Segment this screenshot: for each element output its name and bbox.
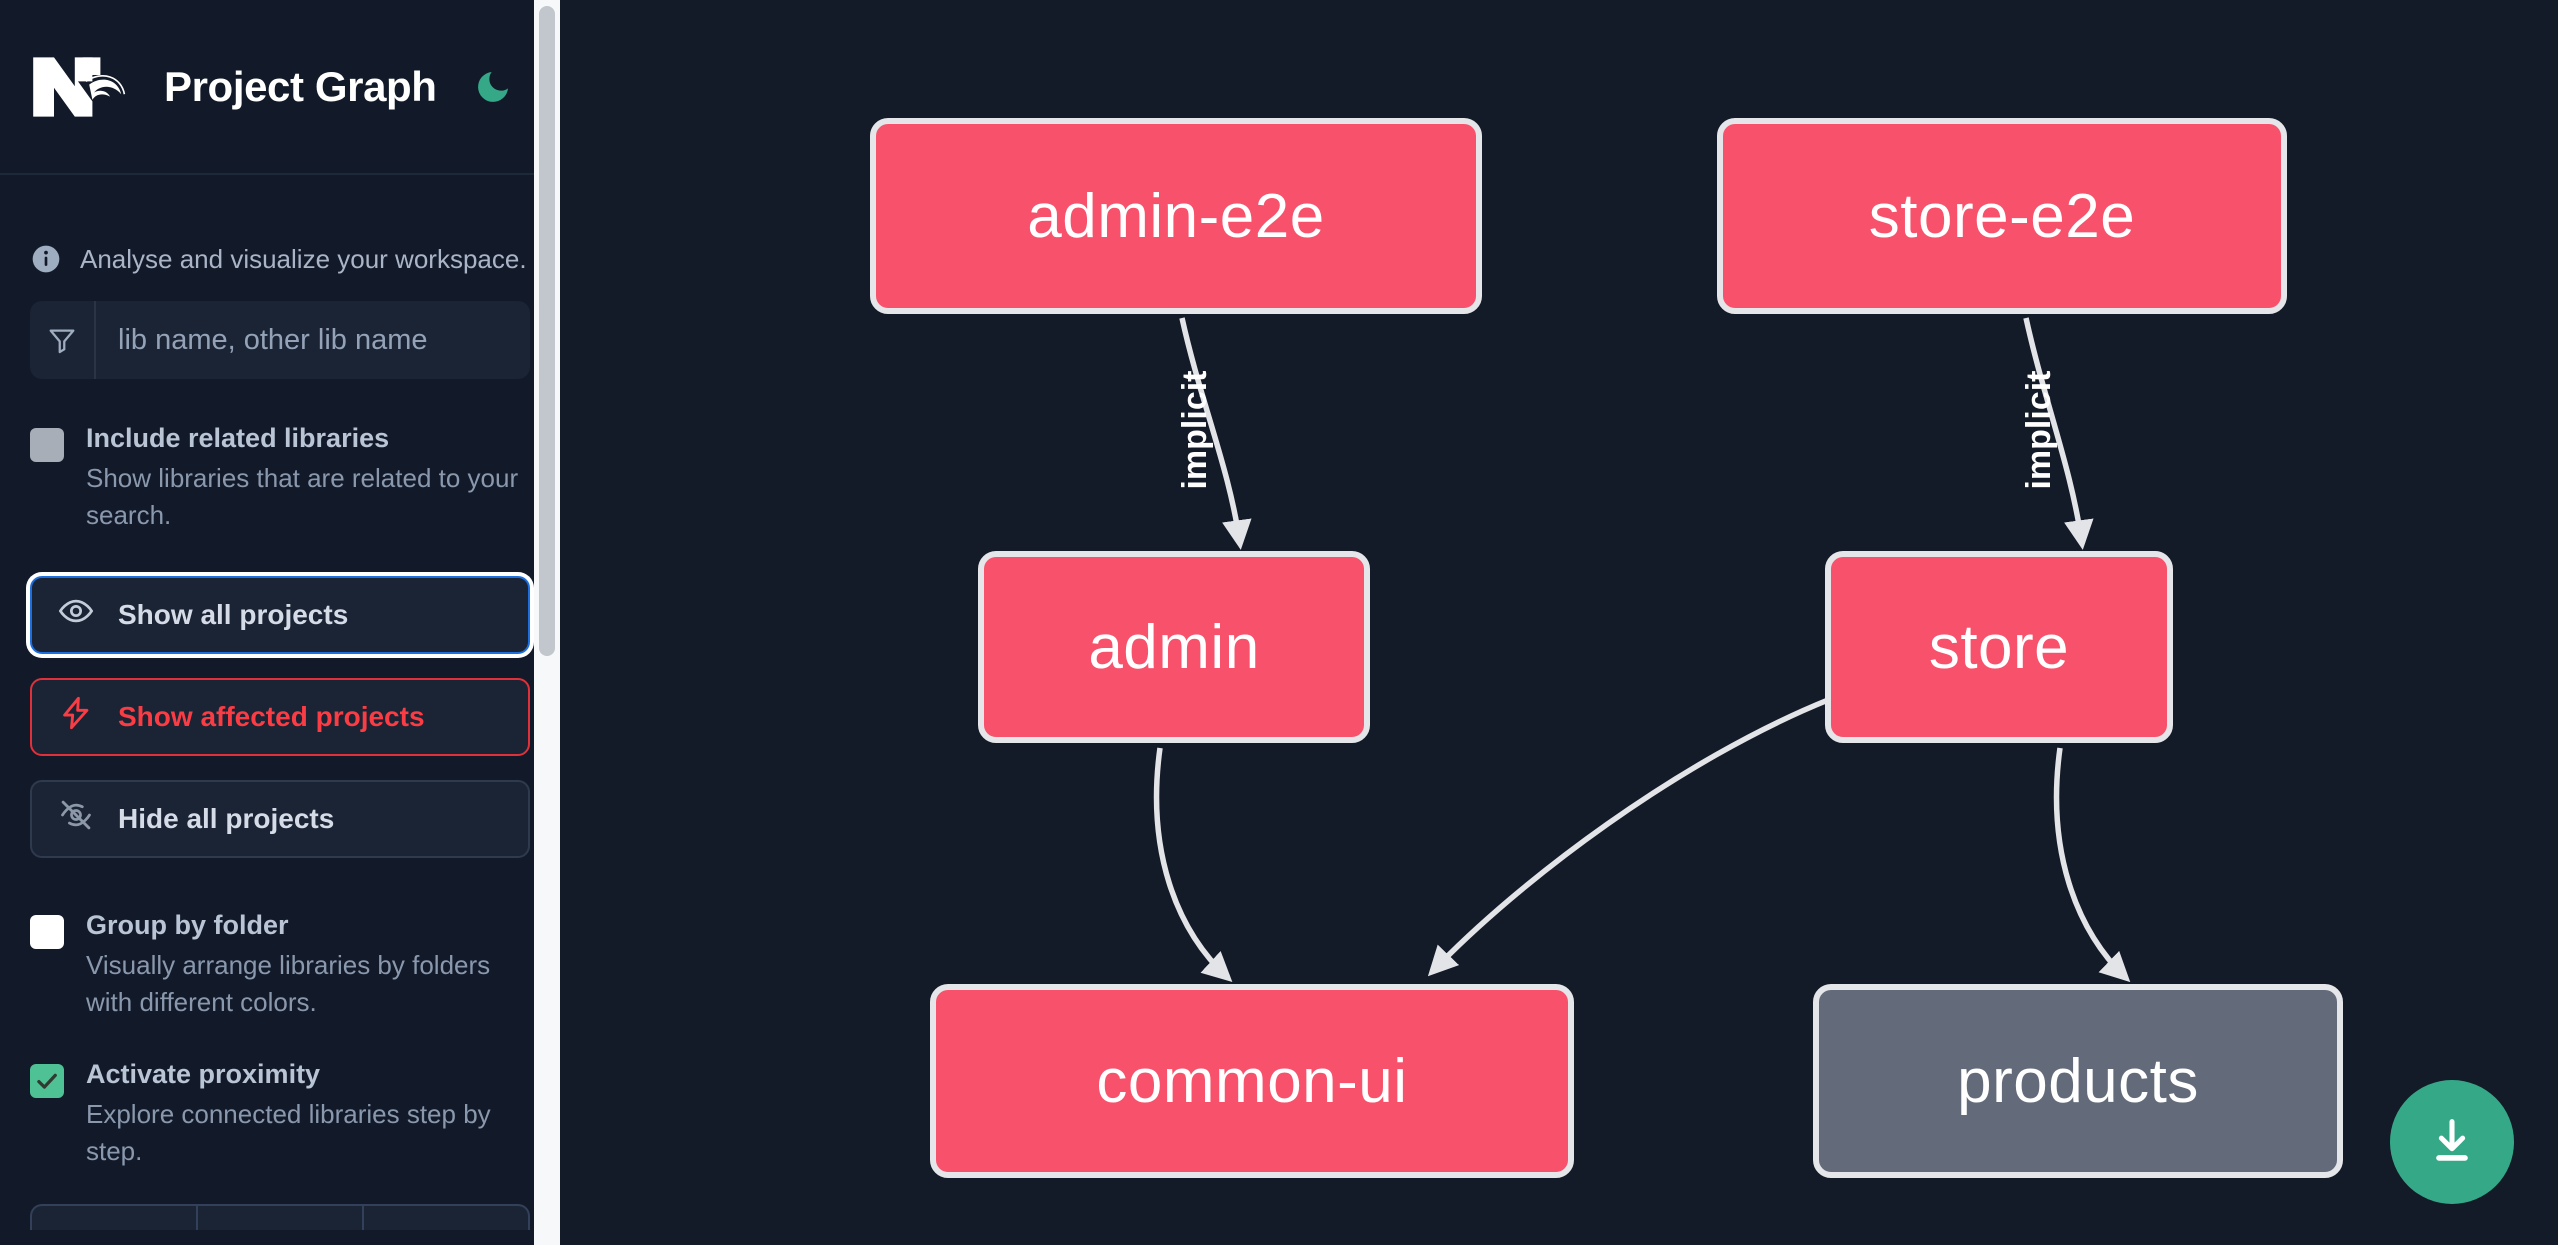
group-by-folder-description: Visually arrange libraries by folders wi… (86, 950, 491, 1017)
nx-logo (30, 52, 126, 122)
proximity-segmented-control[interactable] (30, 1203, 530, 1230)
graph-node-products[interactable]: products (1813, 984, 2343, 1178)
graph-node-label: admin (1088, 612, 1260, 682)
group-by-folder-checkbox[interactable] (30, 914, 64, 949)
graph-node-label: products (1957, 1046, 2199, 1116)
graph-edge-store-to-products (2053, 747, 2131, 983)
sidebar: Project Graph Analyse and visualize yo (0, 0, 560, 1245)
project-visibility-buttons: Show all projects Show affected projects (0, 575, 560, 858)
include-related-libraries-checkbox[interactable] (30, 428, 64, 462)
segment-3[interactable] (364, 1206, 528, 1230)
graph-edge-store-e2e-to-store (2023, 317, 2094, 550)
search-input[interactable] (96, 301, 530, 379)
option-include-related-libraries[interactable]: Include related libraries Show libraries… (0, 419, 560, 534)
graph-node-admin-e2e[interactable]: admin-e2e (870, 118, 1482, 314)
lightning-bolt-icon (58, 695, 94, 738)
graph-node-label: store-e2e (1868, 181, 2136, 251)
show-all-projects-label: Show all projects (118, 598, 349, 630)
graph-edges: implicit implicit (1153, 317, 2131, 983)
activate-proximity-checkbox[interactable] (30, 1063, 64, 1098)
graph-canvas[interactable]: implicit implicit admin-e2e store-e2e admin… (560, 0, 2558, 1245)
graph-node-label: store (1928, 612, 2070, 682)
graph-node-store[interactable]: store (1825, 551, 2173, 743)
show-all-projects-button[interactable]: Show all projects (30, 575, 530, 654)
sidebar-tagline: Analyse and visualize your workspace. (0, 175, 560, 295)
activate-proximity-description: Explore connected libraries step by step… (86, 1099, 491, 1166)
graph-edge-label: implicit (2020, 370, 2058, 489)
sidebar-scrollbar-thumb[interactable] (539, 6, 555, 656)
info-icon (30, 243, 62, 275)
segment-2[interactable] (198, 1205, 364, 1230)
show-affected-projects-button[interactable]: Show affected projects (30, 677, 530, 756)
graph-edge-label: implicit (1176, 370, 1214, 489)
graph-node-label: admin-e2e (1027, 181, 1325, 251)
activate-proximity-label: Activate proximity (86, 1058, 321, 1089)
search-box[interactable] (30, 301, 530, 379)
sidebar-header: Project Graph (0, 0, 560, 175)
hide-all-projects-button[interactable]: Hide all projects (30, 779, 530, 858)
filter-icon[interactable] (30, 301, 96, 379)
search-section (0, 301, 560, 379)
segment-1[interactable] (32, 1205, 198, 1230)
moon-icon[interactable] (471, 65, 515, 109)
download-image-button[interactable] (2390, 1080, 2514, 1204)
option-activate-proximity[interactable]: Activate proximity Explore connected lib… (0, 1055, 560, 1170)
graph-edge-store-to-common-ui (1427, 697, 1830, 977)
option-group-by-folder[interactable]: Group by folder Visually arrange librari… (0, 906, 560, 1021)
include-related-libraries-description: Show libraries that are related to your … (86, 463, 519, 531)
sidebar-content: Project Graph Analyse and visualize yo (0, 0, 560, 1230)
graph-node-label: common-ui (1096, 1046, 1408, 1116)
hide-all-projects-label: Hide all projects (118, 802, 335, 834)
graph-node-admin[interactable]: admin (978, 551, 1370, 743)
graph-edge-admin-to-common-ui (1153, 747, 1233, 983)
sidebar-tagline-text: Analyse and visualize your workspace. (80, 243, 527, 274)
sidebar-scrollbar[interactable] (534, 0, 560, 1245)
eye-icon (58, 593, 94, 636)
graph-node-store-e2e[interactable]: store-e2e (1717, 118, 2287, 314)
graph-edge-admin-e2e-to-admin (1179, 317, 1252, 550)
graph-node-common-ui[interactable]: common-ui (930, 984, 1574, 1178)
eye-off-icon (58, 797, 94, 840)
show-affected-projects-label: Show affected projects (118, 700, 425, 732)
include-related-libraries-label: Include related libraries (86, 423, 390, 453)
group-by-folder-label: Group by folder (86, 909, 289, 940)
check-icon (30, 1064, 64, 1098)
page-title: Project Graph (164, 62, 437, 110)
